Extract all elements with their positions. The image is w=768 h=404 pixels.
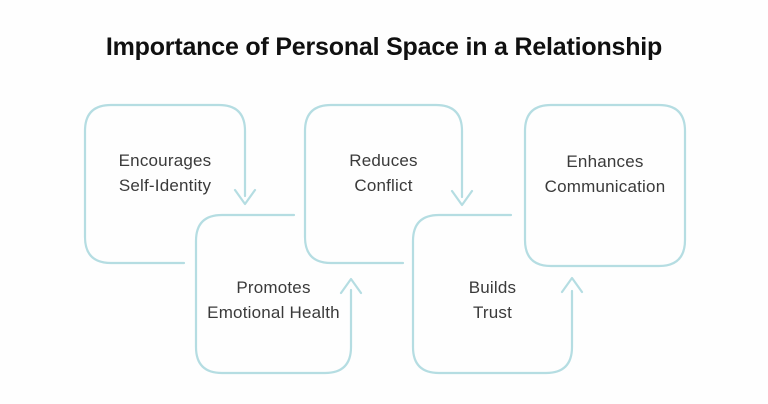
- node-label-line: Communication: [544, 177, 666, 196]
- node-label-line: Enhances: [566, 152, 644, 171]
- node-reduces-conflict: Reduces Conflict: [305, 148, 462, 198]
- node-label-line: Reduces: [349, 151, 418, 170]
- node-outline-promotes-emotional-health: [194, 213, 363, 375]
- node-label-line: Emotional Health: [207, 303, 340, 322]
- node-encourages-self-identity: Encourages Self-Identity: [85, 148, 245, 198]
- node-outline-enhances-communication: [523, 103, 687, 268]
- node-builds-trust: Builds Trust: [413, 275, 572, 325]
- node-outline-builds-trust: [411, 213, 584, 375]
- node-outline-reduces-conflict: [303, 103, 474, 265]
- node-label-line: Encourages: [118, 151, 212, 170]
- diagram-title: Importance of Personal Space in a Relati…: [105, 33, 663, 61]
- node-outline-encourages-self-identity: [83, 103, 257, 265]
- node-enhances-communication: Enhances Communication: [525, 149, 685, 199]
- node-label-line: Trust: [472, 303, 513, 322]
- node-label-line: Self-Identity: [118, 176, 212, 195]
- node-promotes-emotional-health: Promotes Emotional Health: [196, 275, 351, 325]
- node-label-line: Conflict: [354, 176, 413, 195]
- node-label-line: Builds: [468, 278, 517, 297]
- node-label-line: Promotes: [236, 278, 311, 297]
